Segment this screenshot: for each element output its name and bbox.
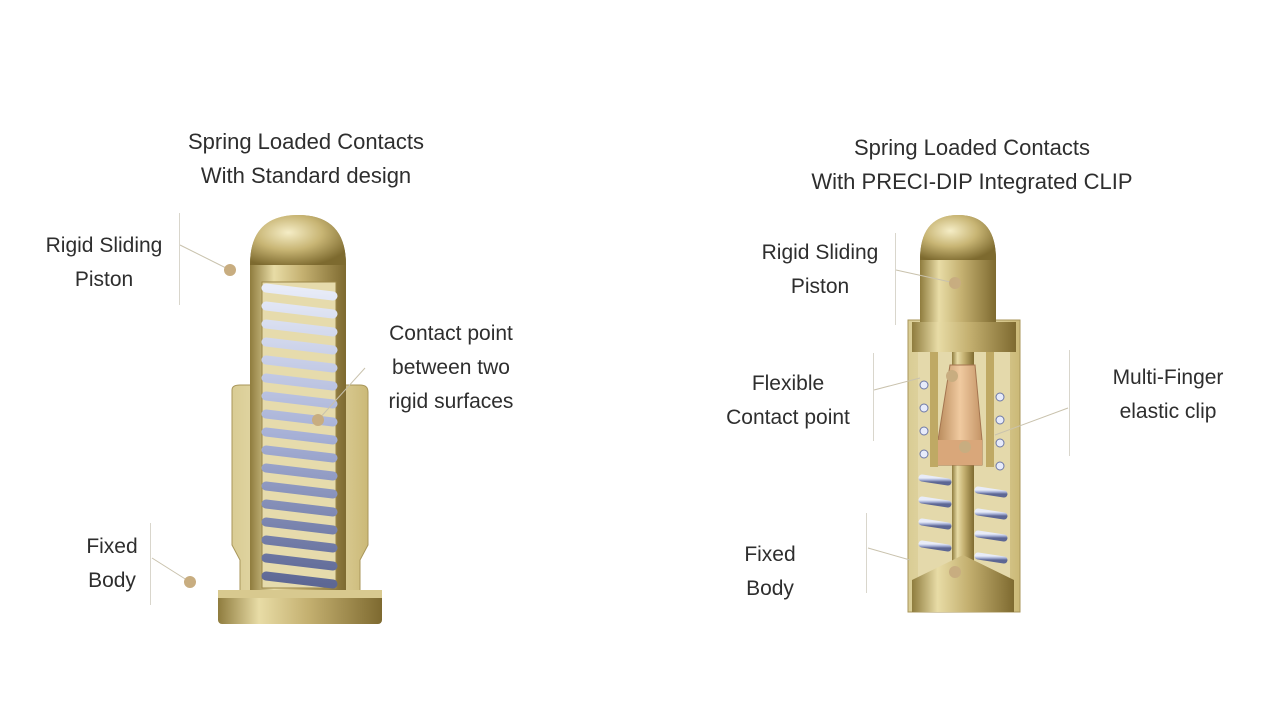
left-body-label: Fixed Body bbox=[72, 530, 152, 598]
label-line: elastic clip bbox=[1119, 400, 1217, 423]
standard-contact-illustration bbox=[151, 215, 382, 624]
label-line: between two bbox=[392, 356, 510, 379]
clip-contact-illustration bbox=[867, 215, 1069, 613]
bracket-line bbox=[150, 523, 151, 605]
left-title-line1: Spring Loaded Contacts bbox=[187, 129, 425, 154]
left-title-line2: With Standard design bbox=[200, 163, 412, 188]
label-line: Contact point bbox=[726, 406, 850, 429]
label-line: Fixed bbox=[744, 543, 796, 566]
label-line: rigid surfaces bbox=[388, 390, 514, 413]
label-line: Body bbox=[88, 569, 136, 592]
right-title: Spring Loaded Contacts With PRECI-DIP In… bbox=[780, 131, 1164, 199]
spring-icon bbox=[919, 380, 1005, 471]
left-piston-label: Rigid Sliding Piston bbox=[20, 229, 188, 297]
label-line: Fixed bbox=[86, 535, 138, 558]
spring-icon bbox=[261, 283, 338, 589]
label-line: Piston bbox=[790, 275, 850, 298]
label-line: Body bbox=[746, 577, 794, 600]
label-line: Flexible bbox=[751, 372, 825, 395]
right-title-line1: Spring Loaded Contacts bbox=[853, 135, 1091, 160]
bracket-line bbox=[873, 353, 874, 441]
bracket-line bbox=[895, 233, 896, 325]
label-line: Piston bbox=[74, 268, 134, 291]
right-piston-label: Rigid Sliding Piston bbox=[740, 236, 900, 304]
left-contact-label: Contact point between two rigid surfaces bbox=[366, 317, 536, 419]
bracket-line bbox=[1069, 350, 1070, 456]
label-line: Contact point bbox=[389, 322, 513, 345]
left-title: Spring Loaded Contacts With Standard des… bbox=[146, 125, 466, 193]
right-clip-label: Multi-Finger elastic clip bbox=[1088, 361, 1248, 429]
label-line: Multi-Finger bbox=[1112, 366, 1224, 389]
bracket-line bbox=[866, 513, 867, 593]
label-line: Rigid Sliding bbox=[761, 241, 879, 264]
label-line: Rigid Sliding bbox=[45, 234, 163, 257]
bracket-line bbox=[179, 213, 180, 305]
right-body-label: Fixed Body bbox=[728, 538, 812, 606]
right-title-line2: With PRECI-DIP Integrated CLIP bbox=[811, 169, 1133, 194]
spring-icon bbox=[918, 474, 1008, 564]
right-flex-label: Flexible Contact point bbox=[706, 367, 870, 435]
